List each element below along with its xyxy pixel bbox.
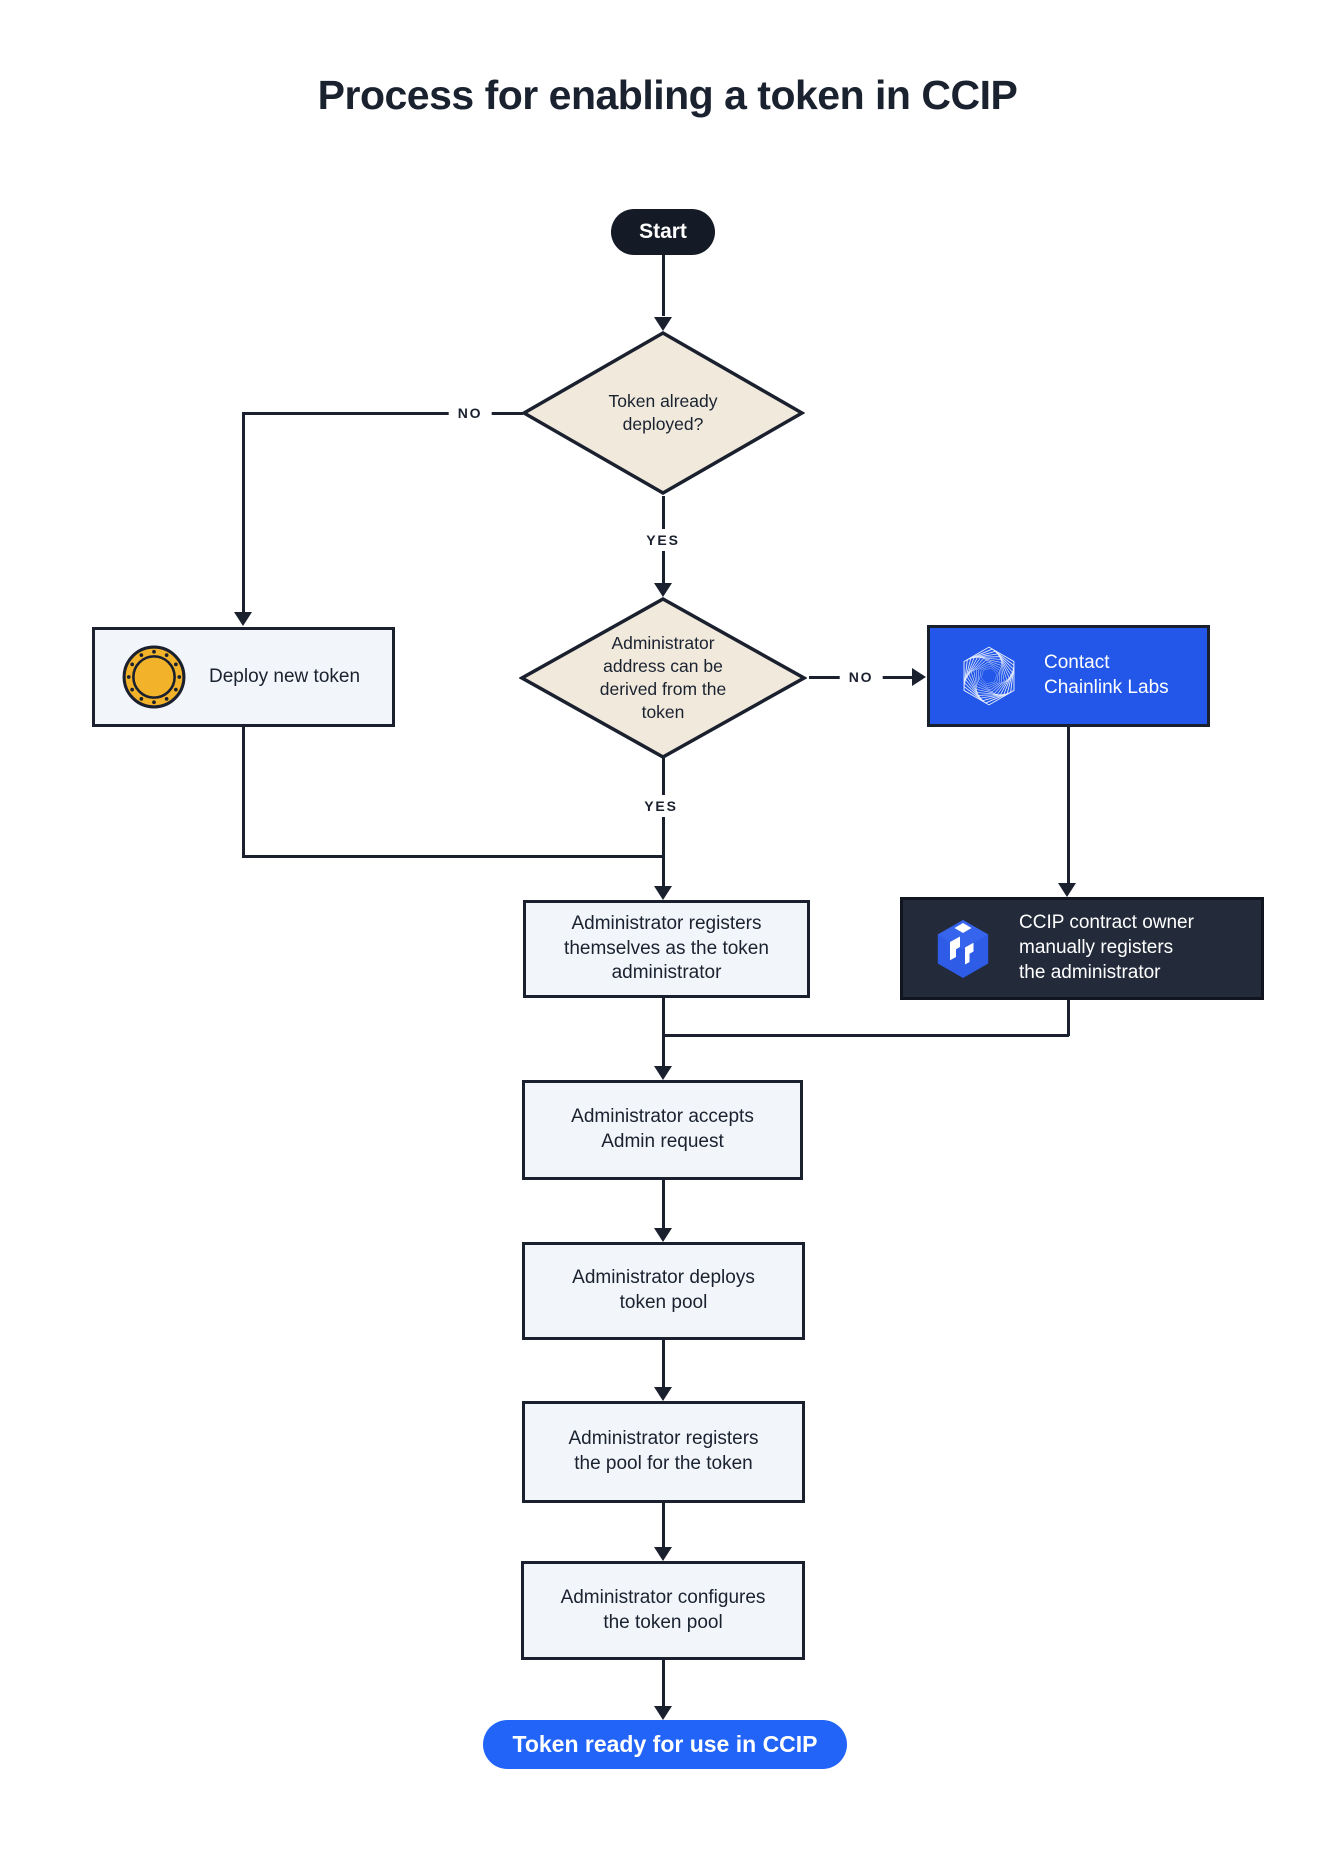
edge-label-yes2: YES: [635, 795, 687, 817]
connector-yes2-vertical: [661, 757, 665, 888]
ccip-owner-registers-box: CCIP contract owner manually registers t…: [900, 897, 1264, 1000]
arrowhead-into-deploys-pool-box: [654, 1228, 672, 1242]
arrowhead-into-ccip-owner-box: [1058, 883, 1076, 897]
admin-deploys-pool-label: Administrator deploys token pool: [572, 1267, 755, 1313]
connector-accepts-down: [661, 1180, 665, 1229]
connector-merge-right: [663, 1033, 1069, 1037]
coin-icon: [122, 645, 186, 709]
contact-chainlink-labs-box: Contact Chainlink Labs: [927, 625, 1210, 727]
admin-registers-pool-box: Administrator registers the pool for the…: [522, 1401, 805, 1503]
connector-no1-vertical: [241, 411, 245, 612]
admin-registers-self-box: Administrator registers themselves as th…: [523, 900, 810, 998]
contact-chainlink-labs-label: Contact Chainlink Labs: [1044, 652, 1169, 698]
connector-ccip-owner-down: [1066, 1000, 1070, 1036]
connector-merge-left: [241, 855, 665, 858]
arrowhead-into-registers-pool-box: [654, 1387, 672, 1401]
diamond-shape: [519, 596, 807, 760]
arrowhead-into-accepts-box: [654, 1066, 672, 1080]
admin-registers-pool-label: Administrator registers the pool for the…: [568, 1428, 759, 1474]
ccip-logo-icon: [937, 919, 989, 978]
connector-registers-pool-down: [661, 1503, 665, 1548]
admin-accepts-box: Administrator accepts Admin request: [522, 1080, 803, 1180]
arrowhead-into-deploy-box: [234, 612, 252, 626]
edge-label-no2: NO: [839, 666, 883, 688]
connector-start-to-decision1: [661, 255, 665, 316]
admin-registers-self-label: Administrator registers themselves as th…: [564, 912, 769, 984]
arrowhead-into-register-self: [654, 886, 672, 900]
connector-register-self-down: [661, 998, 665, 1067]
start-label: Start: [639, 220, 687, 243]
edge-label-no1: NO: [448, 402, 492, 424]
deploy-new-token-box: Deploy new token: [92, 627, 395, 727]
chainlink-labs-icon: [960, 645, 1018, 707]
admin-configures-pool-box: Administrator configures the token pool: [521, 1561, 805, 1660]
deploy-new-token-label: Deploy new token: [209, 665, 361, 687]
admin-accepts-label: Administrator accepts Admin request: [571, 1106, 754, 1152]
diamond-shape: [521, 330, 805, 496]
arrowhead-into-decision1: [654, 317, 672, 331]
decision-token-already-deployed: Token already deployed?: [521, 330, 805, 496]
arrowhead-into-end-pill: [654, 1706, 672, 1720]
arrowhead-into-configures-pool-box: [654, 1547, 672, 1561]
page-title: Process for enabling a token in CCIP: [317, 72, 1018, 118]
decision2-label: Administrator address can be derived fro…: [599, 632, 727, 723]
connector-configures-pool-down: [661, 1660, 665, 1707]
end-label: Token ready for use in CCIP: [512, 1731, 818, 1757]
arrowhead-into-decision2: [654, 583, 672, 597]
admin-configures-pool-label: Administrator configures the token pool: [560, 1586, 766, 1633]
decision-admin-address-derivable: Administrator address can be derived fro…: [519, 596, 807, 760]
admin-deploys-pool-box: Administrator deploys token pool: [522, 1242, 805, 1340]
start-node: Start: [611, 209, 715, 255]
edge-label-yes1: YES: [637, 529, 689, 551]
connector-deploy-down: [241, 727, 245, 858]
arrowhead-into-contact-box: [912, 668, 926, 686]
decision1-label: Token already deployed?: [608, 390, 718, 434]
connector-no1-horizontal: [243, 411, 523, 415]
connector-contact-down: [1066, 727, 1070, 884]
connector-deploys-pool-down: [661, 1340, 665, 1388]
ccip-owner-registers-label: CCIP contract owner manually registers t…: [1019, 912, 1194, 983]
end-node: Token ready for use in CCIP: [483, 1720, 847, 1769]
